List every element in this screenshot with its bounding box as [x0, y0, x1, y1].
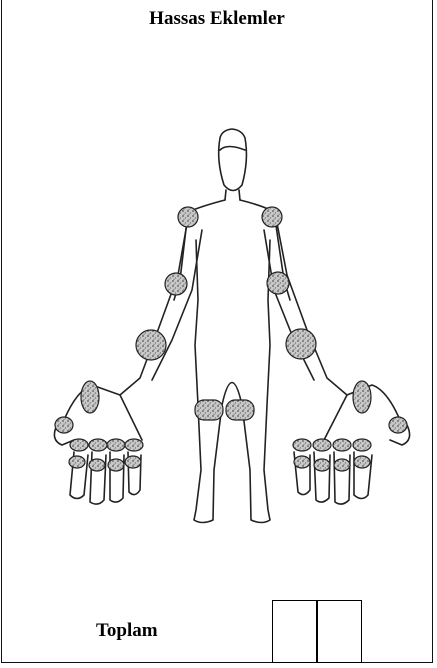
- total-box-2[interactable]: [317, 600, 362, 663]
- joint-right-pip-2: [294, 456, 310, 468]
- joint-left-pip-3: [89, 459, 105, 471]
- joint-right-pip-5: [354, 456, 370, 468]
- joint-right-pip-4: [334, 459, 350, 471]
- joint-left-thumb-mcp: [55, 417, 73, 433]
- joint-right-pip-3: [314, 459, 330, 471]
- joint-left-pip-2: [69, 456, 85, 468]
- joint-markers: [55, 207, 407, 471]
- joint-left-pip-4: [108, 459, 124, 471]
- joint-right-elbow: [267, 272, 289, 294]
- joint-right-mcp-5: [353, 439, 371, 451]
- joint-left-knee: [195, 400, 223, 420]
- joint-right-thumb-mcp: [389, 417, 407, 433]
- joint-right-wrist: [286, 329, 316, 359]
- body-diagram: [2, 0, 437, 600]
- joint-right-mcp-4: [333, 439, 351, 451]
- joint-right-thumb-ip: [353, 381, 371, 413]
- joint-left-mcp-2: [70, 439, 88, 451]
- joint-left-mcp-5: [125, 439, 143, 451]
- joint-left-mcp-4: [107, 439, 125, 451]
- joint-right-mcp-2: [293, 439, 311, 451]
- joint-left-elbow: [165, 273, 187, 295]
- joint-right-shoulder: [262, 207, 282, 227]
- joint-right-mcp-3: [313, 439, 331, 451]
- total-label: Toplam: [96, 620, 158, 642]
- joint-left-thumb-ip: [81, 381, 99, 413]
- joint-left-wrist: [136, 330, 166, 360]
- total-box-1[interactable]: [272, 600, 317, 663]
- joint-left-mcp-3: [89, 439, 107, 451]
- joint-left-pip-5: [125, 456, 141, 468]
- joint-right-knee: [226, 400, 254, 420]
- joint-left-shoulder: [178, 207, 198, 227]
